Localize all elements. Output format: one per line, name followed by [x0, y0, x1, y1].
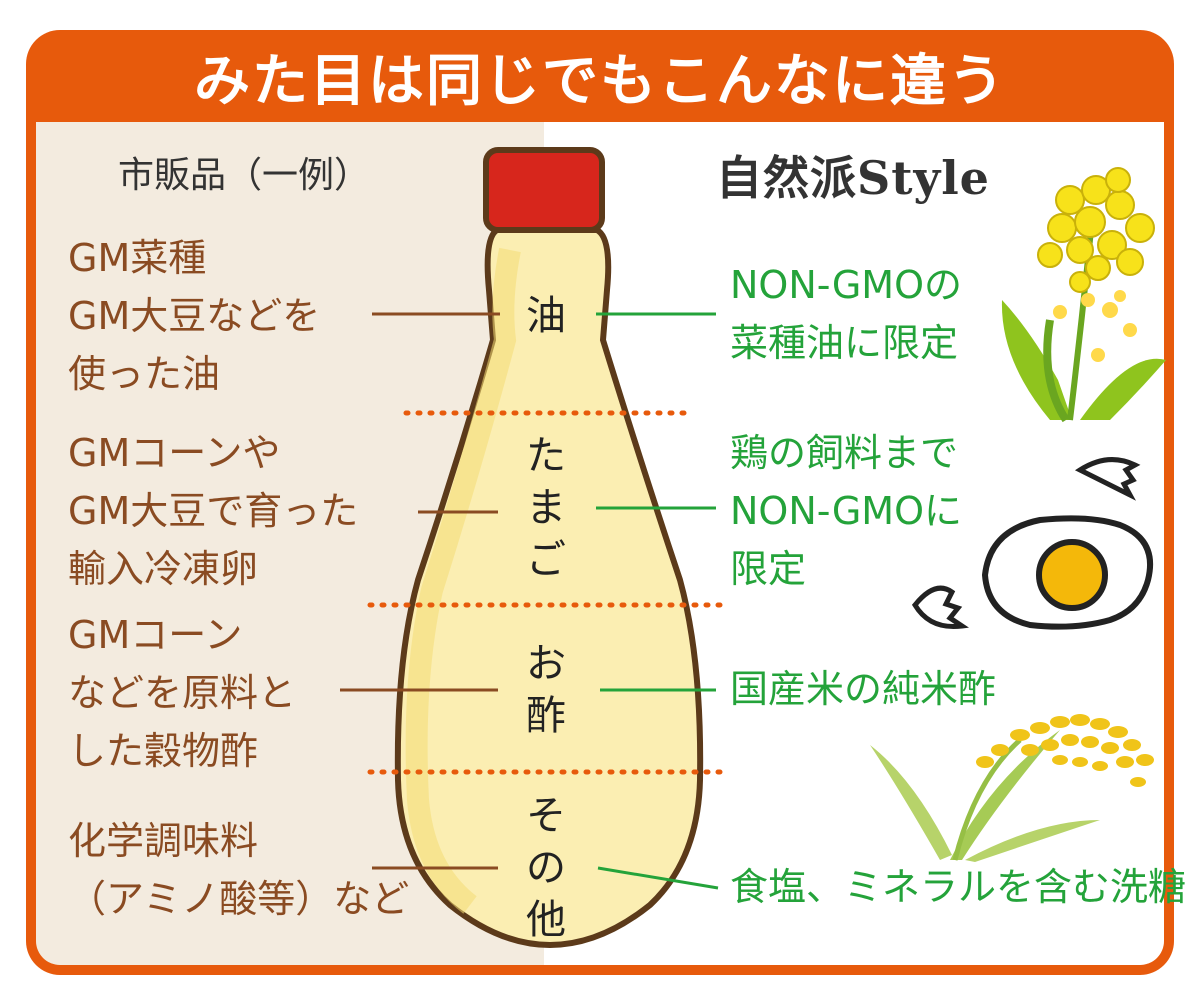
shizenha-other-text: 食塩、ミネラルを含む洗糖 [730, 865, 1187, 909]
page-title: みた目は同じでもこんなに違う [194, 48, 1006, 114]
shizenha-egg-text: 鶏の飼料まで NON-GMOに 限定 [730, 431, 963, 591]
rice-plant-icon [870, 714, 1154, 862]
bottle-label-vinegar: お 酢 [526, 641, 566, 739]
canola-flower-icon [1001, 167, 1166, 423]
commercial-other-text: 化学調味料 （アミノ酸等）など [68, 819, 410, 921]
commercial-heading: 市販品（一例） [118, 155, 371, 196]
shizenha-oil-text: NON-GMOの 菜種油に限定 [730, 263, 963, 365]
section-dividers [367, 410, 723, 775]
bottle-cap [483, 147, 605, 233]
mayonnaise-bottle [394, 147, 704, 949]
cracked-egg-icon [911, 457, 1154, 630]
left-connectors [340, 312, 500, 870]
shizenha-style-logo: 自然派Style [716, 151, 990, 205]
bottle-label-oil: 油 [526, 293, 566, 339]
right-connectors [596, 312, 719, 890]
bottle-label-egg: た ま ご [526, 433, 566, 583]
bottle-label-other: そ の 他 [526, 793, 566, 943]
shizenha-vinegar-text: 国産米の純米酢 [730, 667, 997, 711]
commercial-egg-text: GMコーンや GM大豆で育った 輸入冷凍卵 [68, 431, 359, 591]
commercial-vinegar-text: GMコーン などを原料と した穀物酢 [68, 613, 297, 773]
commercial-oil-text: GM菜種 GM大豆などを 使った油 [68, 236, 321, 396]
